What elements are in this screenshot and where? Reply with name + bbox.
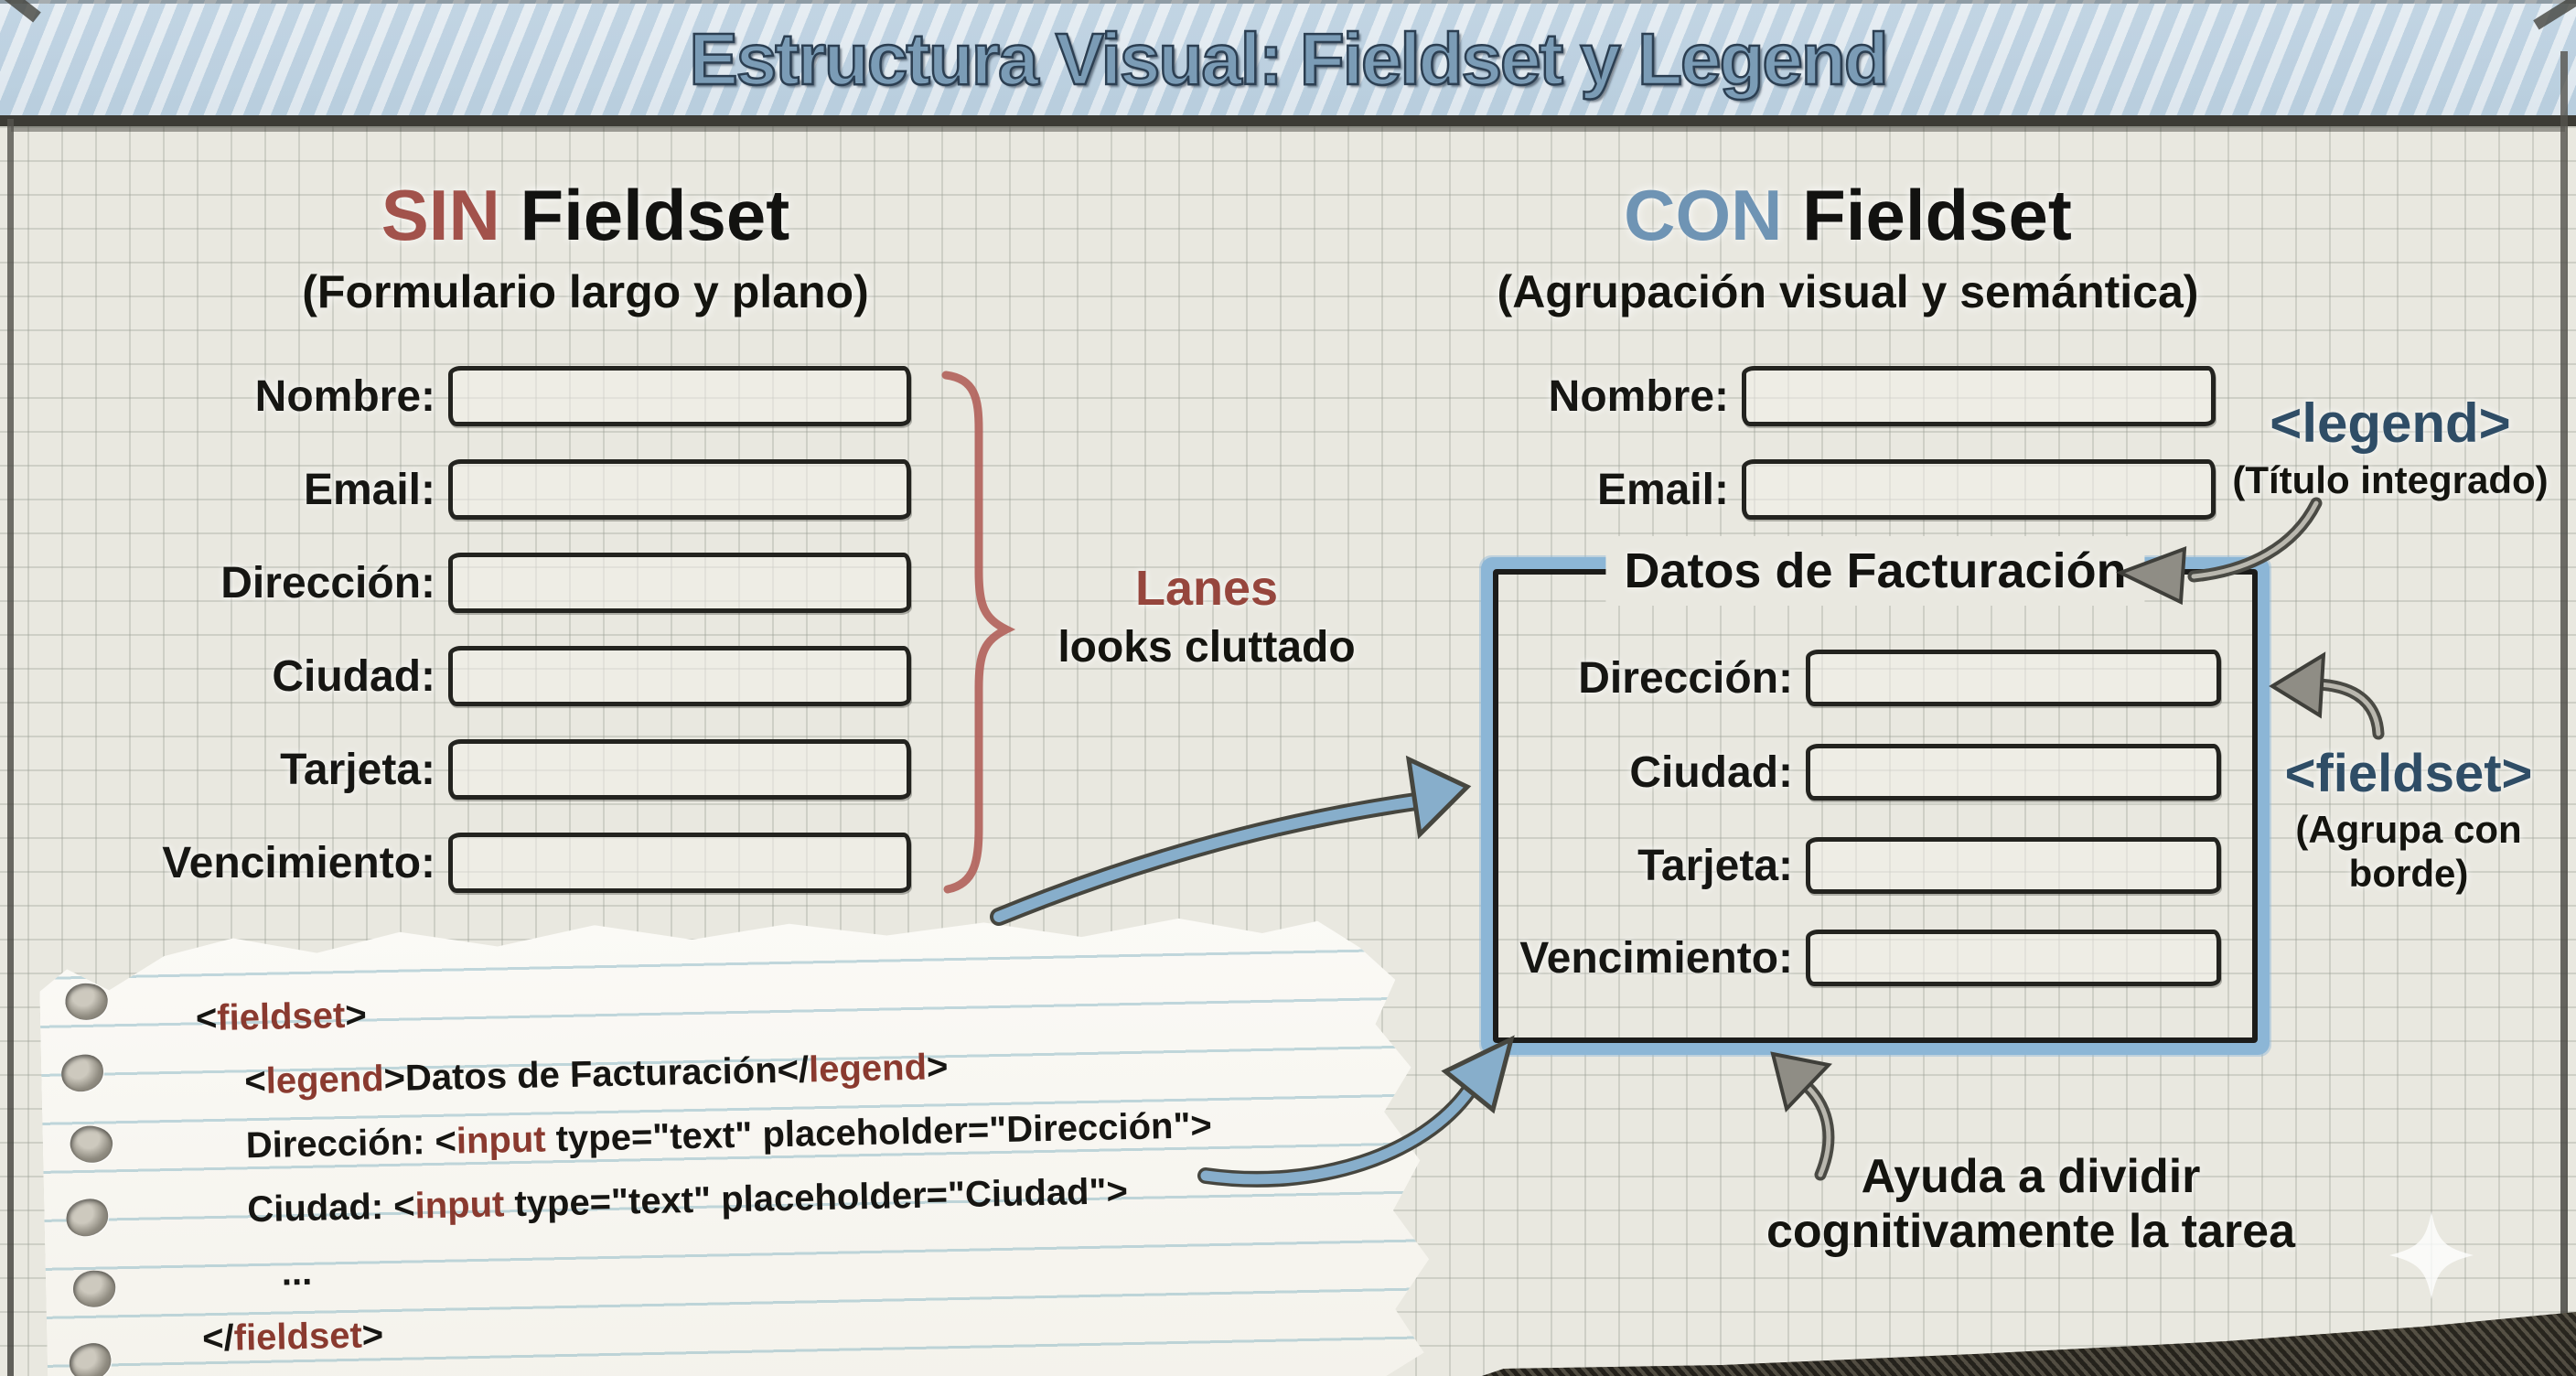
field-label: Email: <box>303 465 435 514</box>
fieldset-legend: Datos de Facturación <box>1605 536 2145 606</box>
input-box-sketch <box>448 739 911 800</box>
spiral-hole-icon <box>67 1122 116 1166</box>
input-box-sketch <box>1806 744 2221 801</box>
field-label: Ciudad: <box>272 651 435 701</box>
spiral-hole-icon <box>66 1339 115 1376</box>
sin-heading-accent: SIN <box>381 175 500 255</box>
fieldset-annotation: <fieldset> (Agrupa con borde) <box>2241 743 2576 896</box>
code-text: > <box>361 1315 384 1356</box>
field-label: Tarjeta: <box>1637 841 1793 890</box>
code-tag-text: input <box>414 1184 505 1227</box>
con-heading-rest: Fieldset <box>1782 175 2072 255</box>
fieldset-note-line1: (Agrupa con <box>2295 808 2522 851</box>
code-paper: <fieldset> <legend>Datos de Facturación<… <box>38 902 1440 1376</box>
form-row: Tarjeta: <box>1506 837 2221 894</box>
legend-tag-label: <legend> <box>2270 392 2511 454</box>
code-tag-text: input <box>456 1119 547 1162</box>
code-block: <fieldset> <legend>Datos de Facturación<… <box>195 965 1217 1371</box>
sparkle-icon <box>2389 1211 2474 1299</box>
input-box-sketch <box>448 459 911 520</box>
page-title: Estructura Visual: Fieldset y Legend <box>688 17 1890 102</box>
form-row: Email: <box>88 459 911 520</box>
input-box-sketch <box>448 646 911 706</box>
input-box-sketch <box>1742 459 2216 520</box>
code-text: > <box>926 1047 949 1088</box>
code-text: > <box>344 994 368 1036</box>
field-label: Ciudad: <box>1629 747 1793 797</box>
code-text: ... <box>281 1252 313 1294</box>
pencil-edge-right <box>2560 51 2568 1314</box>
field-label: Tarjeta: <box>280 745 435 794</box>
cognitive-note-line1: Ayuda a dividir <box>1861 1150 2201 1203</box>
code-tag-text: fieldset <box>216 994 346 1038</box>
code-text: Ciudad: < <box>246 1186 416 1231</box>
field-label: Nombre: <box>1548 371 1729 421</box>
code-tag-text: legend <box>808 1047 928 1091</box>
torn-paper-edge <box>1482 1312 2576 1376</box>
input-box-sketch <box>448 366 911 426</box>
code-tag-text: fieldset <box>233 1315 363 1359</box>
clutter-note: Lanes looks cluttado <box>1010 560 1403 672</box>
input-box-sketch <box>1806 930 2221 986</box>
code-text: >Datos de Facturación</ <box>383 1049 810 1100</box>
spiral-hole-icon <box>72 1269 117 1308</box>
fieldset-pointer-arrow-icon <box>2269 651 2385 740</box>
con-heading: CON Fieldset <box>1390 174 2305 257</box>
form-row: Dirección: <box>1506 650 2221 706</box>
input-box-sketch <box>1742 366 2216 426</box>
form-row: Ciudad: <box>88 646 911 706</box>
spiral-hole-icon <box>59 1052 106 1093</box>
input-box-sketch <box>448 833 911 893</box>
code-text: type="text" placeholder="Dirección"> <box>545 1105 1213 1160</box>
form-row: Dirección: <box>88 553 911 613</box>
cognitive-note: Ayuda a dividir cognitivamente la tarea <box>1692 1149 2369 1259</box>
code-text: type="text" placeholder="Ciudad"> <box>503 1171 1129 1225</box>
field-label: Dirección: <box>1578 653 1793 703</box>
sin-subtitle: (Formulario largo y plano) <box>302 266 869 317</box>
clutter-note-rest: looks cluttado <box>1057 623 1356 672</box>
legend-annotation: <legend> (Título integrado) <box>2205 392 2576 502</box>
legend-note-label: (Título integrado) <box>2232 458 2549 501</box>
spiral-hole-icon <box>63 981 109 1022</box>
form-row: Vencimiento: <box>1506 930 2221 986</box>
sin-heading-rest: Fieldset <box>499 175 790 255</box>
con-subtitle: (Agrupación visual y semántica) <box>1497 266 2199 317</box>
form-row: Nombre: <box>88 366 911 426</box>
fieldset-tag-label: <fieldset> <box>2284 744 2533 803</box>
pencil-edge-left <box>7 119 14 1376</box>
input-box-sketch <box>1806 837 2221 894</box>
cognitive-note-line2: cognitivamente la tarea <box>1766 1205 2295 1258</box>
input-box-sketch <box>1806 650 2221 706</box>
code-to-fieldset-arrow-icon <box>990 755 1472 926</box>
red-brace-icon <box>941 371 1016 894</box>
form-row: Ciudad: <box>1506 744 2221 801</box>
form-row: Vencimiento: <box>88 833 911 893</box>
billing-fieldset: Datos de Facturación Dirección: Ciudad: … <box>1493 536 2258 1043</box>
field-label: Vencimiento: <box>1519 933 1793 983</box>
code-tag-text: legend <box>265 1059 385 1102</box>
spiral-hole-icon <box>63 1196 112 1240</box>
sin-heading: SIN Fieldset <box>128 174 1043 257</box>
form-row: Email: <box>1372 459 2216 520</box>
input-box-sketch <box>448 553 911 613</box>
clutter-note-accent: Lanes <box>1134 561 1279 616</box>
form-row: Nombre: <box>1372 366 2216 426</box>
field-label: Nombre: <box>254 371 435 421</box>
code-text: </ <box>201 1317 235 1360</box>
field-label: Vencimiento: <box>162 838 435 887</box>
code-text: < <box>195 997 218 1039</box>
code-text: Dirección: < <box>245 1121 457 1166</box>
code-text: < <box>243 1060 267 1102</box>
title-banner: Estructura Visual: Fieldset y Legend <box>0 0 2576 126</box>
field-label: Email: <box>1596 465 1729 514</box>
form-row: Tarjeta: <box>88 739 911 800</box>
field-label: Dirección: <box>220 558 435 607</box>
con-heading-accent: CON <box>1624 175 1783 255</box>
fieldset-note-line2: borde) <box>2348 852 2469 895</box>
